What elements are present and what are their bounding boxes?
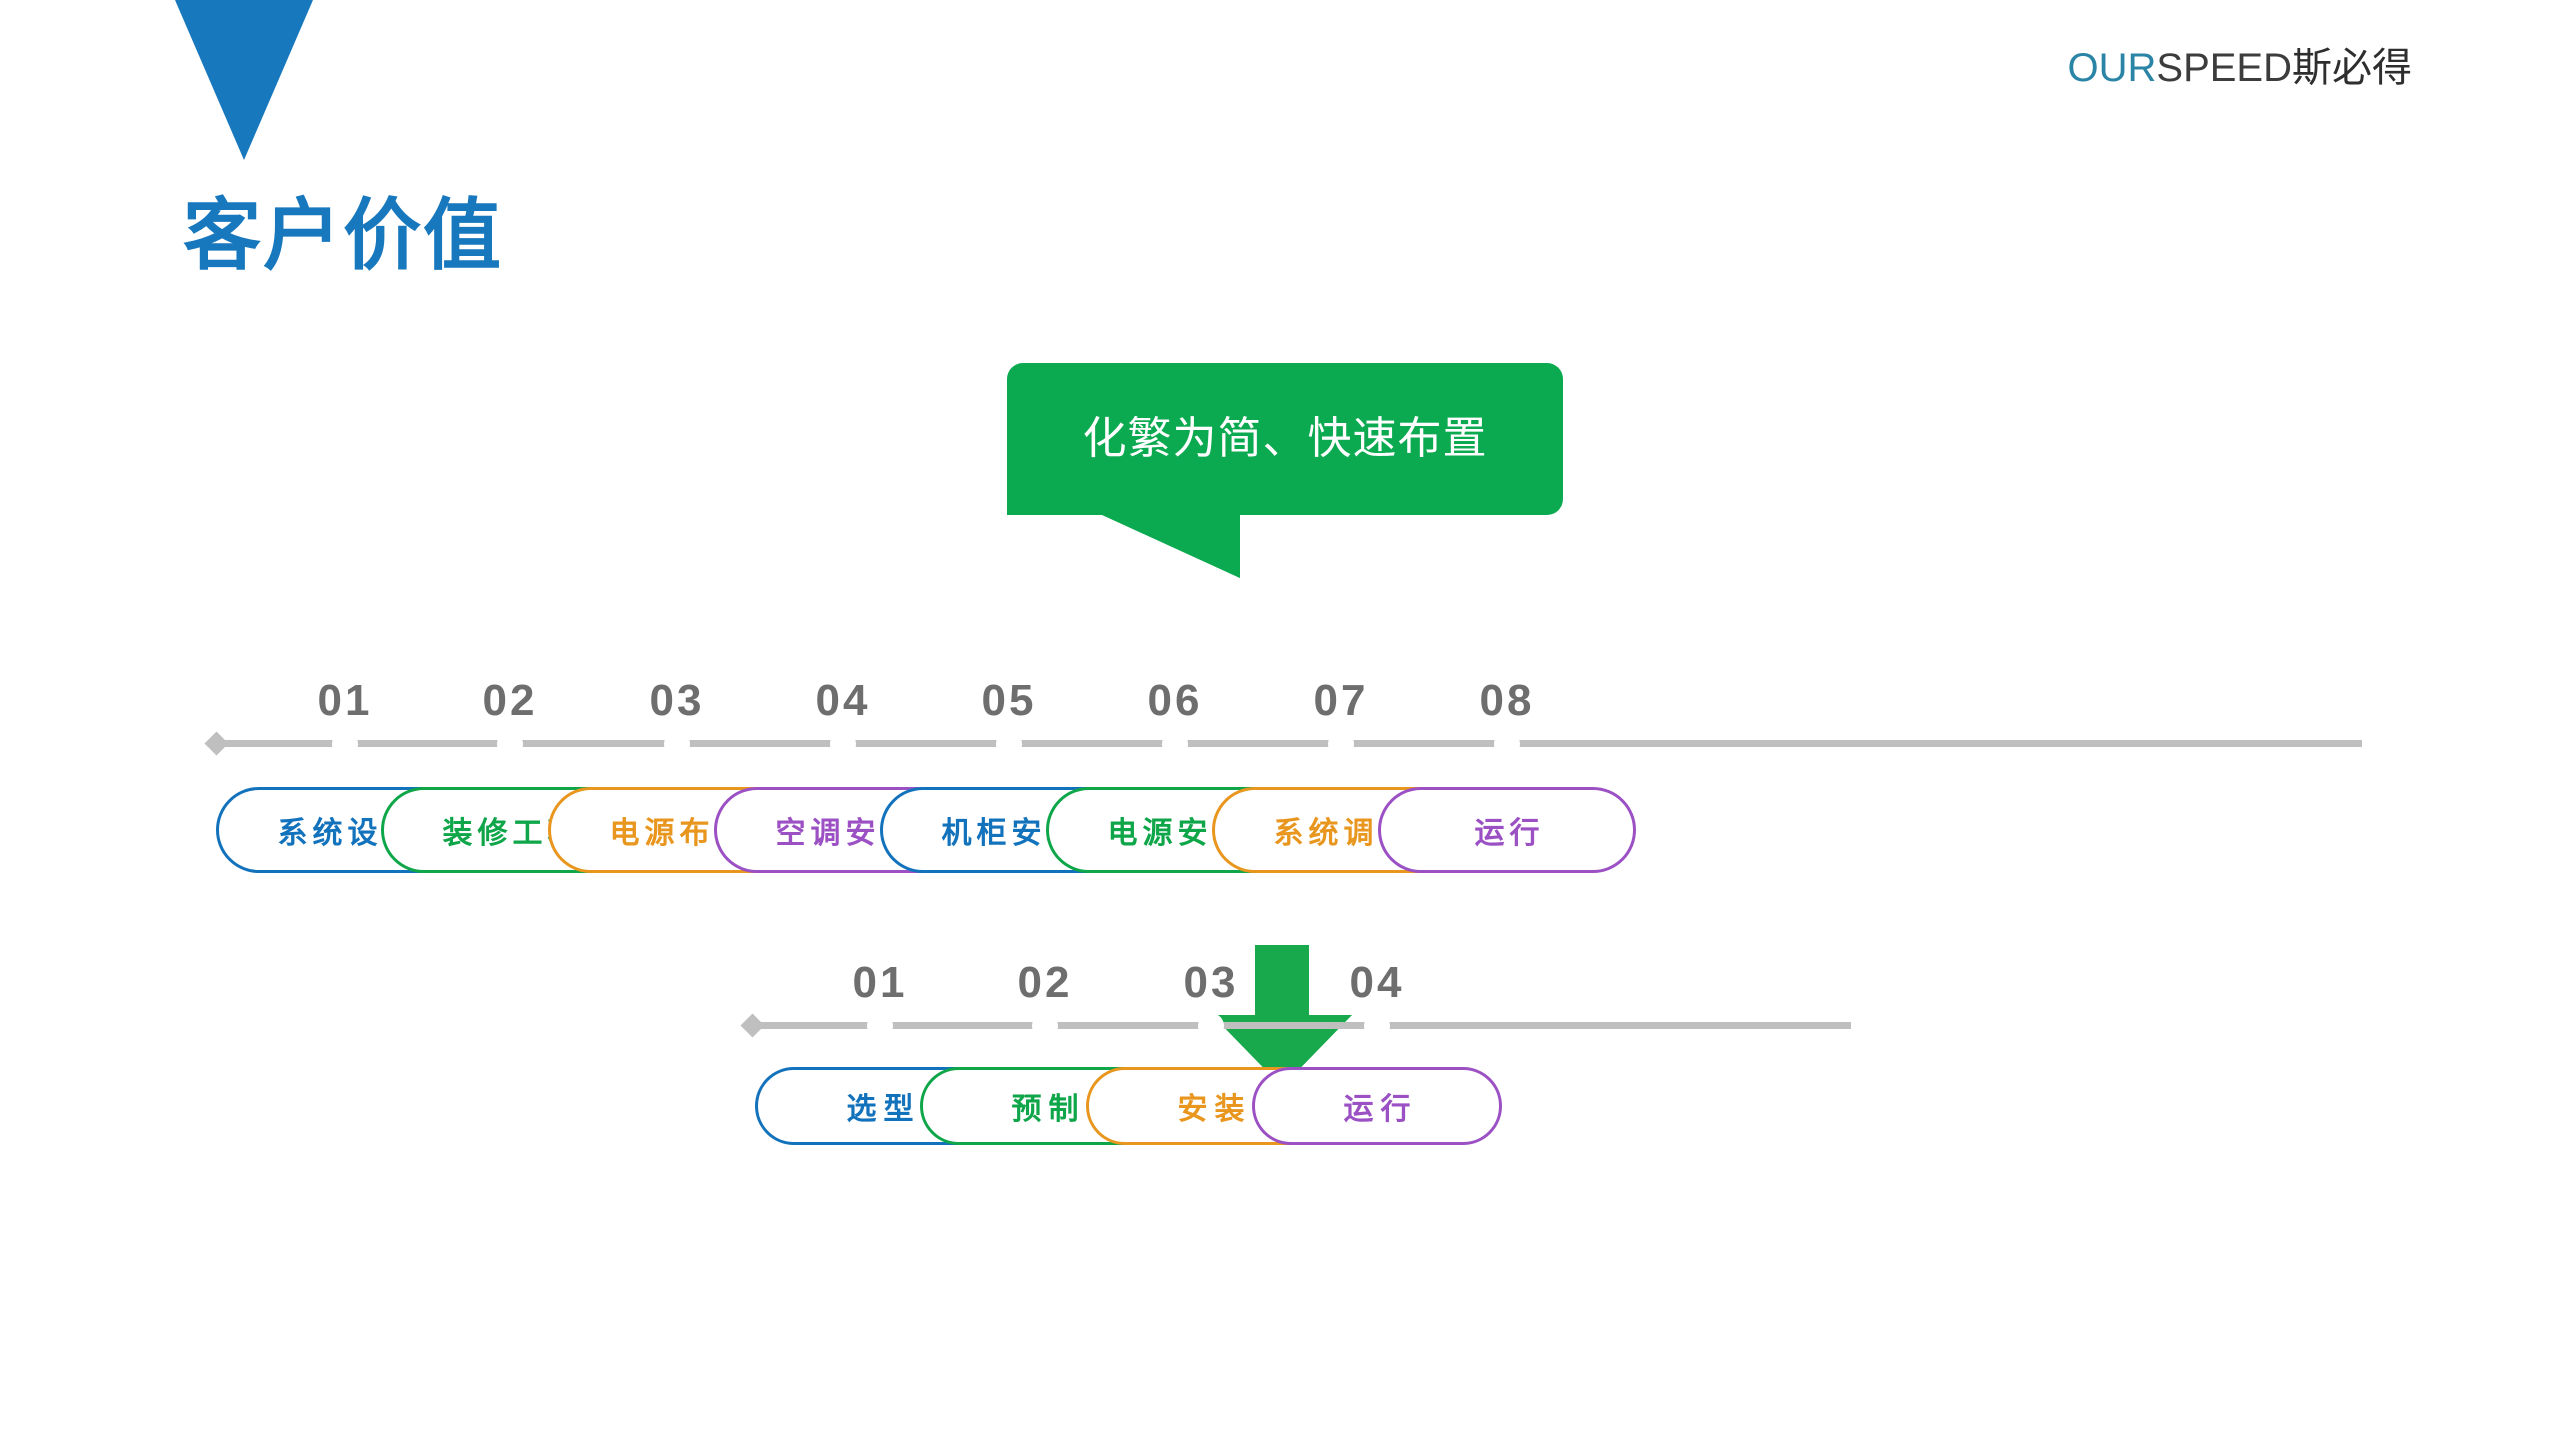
step-dot-icon[interactable]	[497, 731, 523, 757]
step-number: 02	[482, 676, 538, 725]
brand-logo-speed: SPEED	[2156, 46, 2292, 90]
step-number: 05	[981, 676, 1037, 725]
step-dot-icon[interactable]	[1198, 1013, 1224, 1039]
page-title: 客户价值	[183, 191, 504, 279]
step-dot-icon[interactable]	[830, 731, 856, 757]
step-dot-icon[interactable]	[332, 731, 358, 757]
step-pill[interactable]: 运行	[1252, 1067, 1502, 1145]
step-dot-icon[interactable]	[867, 1013, 893, 1039]
brand-logo-cn: 斯必得	[2292, 46, 2412, 90]
step-number: 04	[1349, 958, 1405, 1007]
step-number: 03	[1183, 958, 1239, 1007]
step-dot-icon[interactable]	[996, 731, 1022, 757]
callout-text: 化繁为简、快速布置	[1082, 414, 1488, 463]
brand-logo-our: OUR	[2067, 46, 2157, 90]
diamond-cap-icon	[204, 731, 229, 756]
step-number: 04	[815, 676, 871, 725]
callout-bubble: 化繁为简、快速布置	[1007, 363, 1563, 515]
down-arrow-icon	[1212, 945, 1352, 1087]
step-dot-icon[interactable]	[1162, 731, 1188, 757]
step-number: 08	[1479, 676, 1535, 725]
step-dot-icon[interactable]	[1328, 731, 1354, 757]
step-pill[interactable]: 运行	[1378, 787, 1636, 873]
step-dot-icon[interactable]	[1494, 731, 1520, 757]
down-triangle-icon	[175, 0, 313, 160]
diamond-cap-icon	[740, 1013, 765, 1038]
timeline-track	[748, 1022, 1851, 1029]
step-number: 07	[1313, 676, 1369, 725]
step-number: 01	[317, 676, 373, 725]
step-number: 02	[1017, 958, 1073, 1007]
timeline-track	[212, 740, 2362, 747]
step-number: 06	[1147, 676, 1203, 725]
step-number: 01	[852, 958, 908, 1007]
step-dot-icon[interactable]	[664, 731, 690, 757]
step-dot-icon[interactable]	[1032, 1013, 1058, 1039]
brand-logo: OURSPEED斯必得	[2068, 48, 2413, 88]
step-dot-icon[interactable]	[1364, 1013, 1390, 1039]
step-number: 03	[649, 676, 705, 725]
callout-bubble-tail	[1007, 500, 1307, 578]
